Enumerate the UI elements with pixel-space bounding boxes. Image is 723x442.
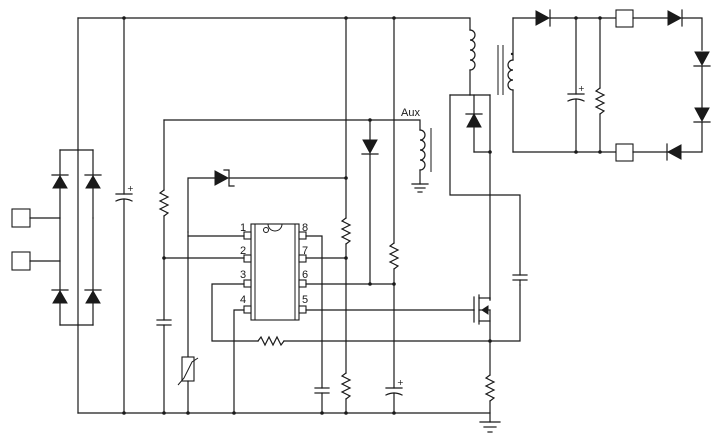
pin-2-label: 2 bbox=[240, 245, 246, 257]
pin-5-label: 5 bbox=[302, 294, 308, 306]
bridge-diode-3 bbox=[51, 289, 69, 304]
ground-icon bbox=[479, 421, 501, 433]
aux-rectifier-diode bbox=[361, 118, 379, 285]
bridge-rectifier bbox=[51, 17, 102, 414]
pin-4-net bbox=[232, 309, 245, 415]
aux-label: Aux bbox=[401, 107, 420, 119]
startup-resistor bbox=[158, 119, 170, 259]
snubber-diode bbox=[449, 94, 492, 154]
bridge-diode-1 bbox=[51, 174, 69, 189]
top-rail bbox=[77, 17, 471, 31]
bridge-diode-4 bbox=[84, 289, 102, 304]
svg-text:+: + bbox=[578, 84, 585, 93]
led-1 bbox=[667, 9, 703, 51]
current-sense-resistor bbox=[484, 374, 496, 423]
left-capacitor bbox=[156, 257, 172, 415]
pin-2-net bbox=[162, 256, 245, 260]
svg-text:+: + bbox=[127, 184, 134, 193]
pin-8-net bbox=[305, 235, 330, 415]
led-3 bbox=[681, 107, 711, 153]
pin-6-net bbox=[305, 282, 396, 286]
vcc-resistor bbox=[388, 16, 400, 389]
output-rectifier-diode bbox=[512, 9, 617, 27]
led-2 bbox=[693, 51, 711, 109]
pin-3-label: 3 bbox=[240, 269, 246, 281]
led-string bbox=[666, 9, 711, 161]
power-mosfet bbox=[473, 294, 492, 376]
bulk-capacitor: + bbox=[115, 16, 134, 415]
controller-ic: 1 2 3 4 5 6 7 8 bbox=[240, 222, 308, 321]
ac-input-terminal-2 bbox=[11, 251, 61, 271]
secondary-winding bbox=[507, 17, 514, 153]
output-terminal-negative bbox=[615, 143, 669, 162]
primary-winding bbox=[469, 29, 491, 301]
output-bleeder-resistor bbox=[594, 16, 606, 154]
output-capacitor: + bbox=[567, 16, 585, 154]
pin-4-label: 4 bbox=[240, 294, 246, 306]
pin-8-label: 8 bbox=[302, 222, 308, 234]
bridge-diode-2 bbox=[84, 174, 102, 189]
ntc-thermistor bbox=[177, 231, 199, 415]
output-terminal-positive bbox=[615, 9, 669, 28]
divider-resistor-upper bbox=[340, 16, 352, 374]
ac-input-terminal-1 bbox=[11, 208, 61, 228]
led-4 bbox=[666, 143, 682, 161]
aux-feed-line bbox=[163, 119, 421, 131]
aux-winding: Aux bbox=[401, 107, 432, 193]
pin-7-label: 7 bbox=[302, 245, 308, 257]
svg-text:+: + bbox=[397, 378, 404, 387]
pin-7-net bbox=[305, 256, 348, 260]
pin-6-label: 6 bbox=[302, 269, 308, 281]
drain-feedback-line bbox=[449, 94, 528, 286]
pin-1-label: 1 bbox=[240, 222, 246, 234]
divider-resistor-lower bbox=[340, 372, 352, 415]
transformer-core bbox=[497, 45, 504, 95]
pin-3-net bbox=[211, 283, 521, 347]
feedback-zener bbox=[187, 169, 347, 233]
vcc-capacitor: + bbox=[385, 378, 404, 415]
